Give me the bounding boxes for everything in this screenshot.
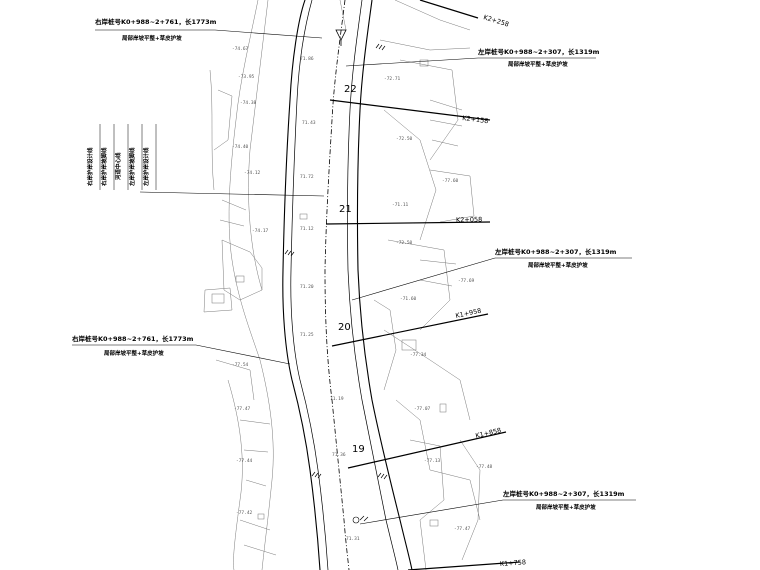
section-number: 20 [338,322,351,333]
building-outlines [211,59,447,527]
section-line-k1-958 [331,313,489,347]
chainage-label: K1+858 [475,426,502,440]
svg-text:-74.67: -74.67 [232,46,249,52]
svg-text:71.19: 71.19 [330,396,344,402]
section-line-k1-858 [347,431,507,469]
svg-text:-77.47: -77.47 [234,406,251,412]
section-line-k2-158 [329,99,491,121]
svg-text:-72.50: -72.50 [396,136,413,142]
survey-marker-icon [352,516,360,524]
elevation-points: -74.67 -73.95 -74.38 -74.40 -74.12 -74.1… [232,46,493,542]
callout-left-bank-mid-line1: 左岸桩号K0+988~2+307，长1319m [494,247,617,256]
svg-text:-77.42: -77.42 [236,510,253,516]
svg-text:-71.60: -71.60 [400,296,417,302]
callout-right-bank-mid-line2: 局部岸坡平整+草皮护坡 [103,349,164,357]
callout-left-bank-mid-line2: 局部岸坡平整+草皮护坡 [527,261,588,269]
svg-text:71.12: 71.12 [300,226,314,232]
legend-label: 河道中心线 [114,152,122,180]
callout-right-bank-top-line2: 局部岸坡平整+草皮护坡 [121,34,182,42]
svg-text:71.36: 71.36 [332,452,346,458]
svg-text:-77.47: -77.47 [454,526,471,532]
svg-text:-74.12: -74.12 [244,170,261,176]
callout-leaders [72,29,636,525]
callout-left-bank-bottom-line2: 局部岸坡平整+草皮护坡 [535,503,596,511]
legend-label: 右岸护岸坡脚线 [100,147,108,186]
svg-text:71.72: 71.72 [300,174,314,180]
svg-text:-71.11: -71.11 [392,202,409,208]
section-number: 19 [352,444,365,455]
svg-text:-73.95: -73.95 [238,74,255,80]
cross-section-lines [325,0,521,570]
svg-text:-77.13: -77.13 [424,458,441,464]
callout-left-bank-bottom-line1: 左岸桩号K0+988~2+307，长1319m [502,489,625,498]
svg-text:71.86: 71.86 [300,56,314,62]
chainage-label: K2+158 [462,114,489,125]
svg-text:-77.48: -77.48 [476,464,493,470]
svg-text:71.25: 71.25 [300,332,314,338]
svg-text:-72.71: -72.71 [384,76,401,82]
chainage-label: K1+758 [500,558,527,568]
right-bank-design-line [282,0,321,570]
svg-text:-77.60: -77.60 [442,178,459,184]
terrain-lines [203,0,481,570]
svg-text:-77.69: -77.69 [458,278,475,284]
callout-left-bank-top-line2: 局部岸坡平整+草皮护坡 [507,60,568,68]
svg-text:-77.44: -77.44 [236,458,253,464]
bank-hatch-marks [284,43,388,522]
section-line-k1-758 [407,561,521,570]
line-legend: 右岸护岸设计线 右岸护岸坡脚线 河道中心线 左岸护岸坡脚线 左岸护岸设计线 [86,124,157,190]
callout-right-bank-top-line1: 右岸桩号K0+988~2+761，长1773m [94,17,217,26]
svg-text:-77.07: -77.07 [414,406,431,412]
section-line-k2-058 [325,221,491,225]
left-bank-design-line [356,0,413,570]
callout-left-bank-top-line1: 左岸桩号K0+988~2+307，长1319m [477,47,600,56]
section-number: 21 [339,204,352,215]
legend-label: 右岸护岸设计线 [86,147,94,186]
section-number: 22 [344,84,357,95]
callout-right-bank-mid-line1: 右岸桩号K0+988~2+761，长1773m [71,334,194,343]
svg-text:-77.54: -77.54 [232,362,249,368]
chainage-label: K2+058 [456,216,482,224]
svg-text:-74.40: -74.40 [232,144,249,150]
flow-arrow-icon [335,29,347,46]
svg-text:-74.17: -74.17 [252,228,269,234]
svg-text:71.20: 71.20 [300,284,314,290]
svg-text:-72.50: -72.50 [396,240,413,246]
legend-label: 左岸护岸设计线 [142,147,150,187]
svg-text:-74.38: -74.38 [240,100,257,106]
svg-text:71.31: 71.31 [346,536,360,542]
legend-label: 左岸护岸坡脚线 [128,147,136,187]
svg-text:71.43: 71.43 [302,120,316,126]
chainage-label: K2+258 [482,13,509,28]
section-line-k2-258 [419,0,479,19]
river-centerline [324,0,350,570]
svg-text:-77.34: -77.34 [410,352,427,358]
